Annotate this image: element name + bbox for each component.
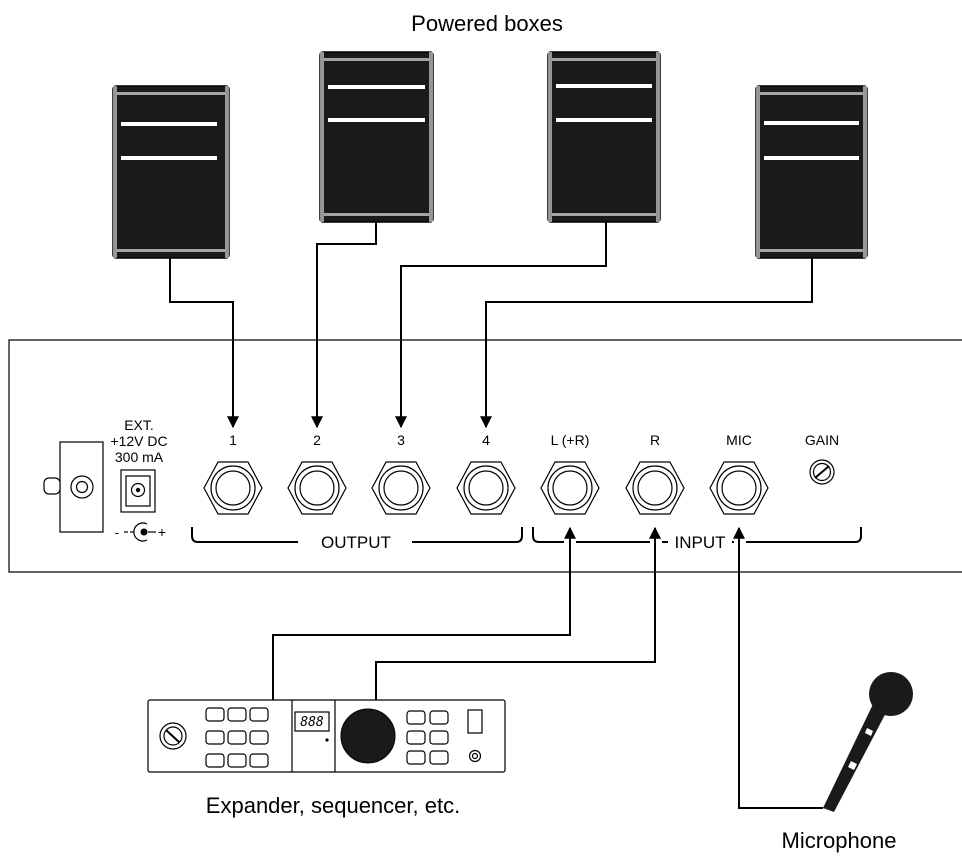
cable-microphone-to-mic-input bbox=[733, 526, 823, 809]
expander-right-button-grid[interactable] bbox=[406, 710, 449, 765]
output-jack-label-4: 4 bbox=[482, 432, 490, 448]
expander-power-switch[interactable] bbox=[467, 709, 483, 734]
output-jack-label-1: 1 bbox=[229, 432, 237, 448]
polarity-plus: + bbox=[158, 524, 166, 540]
powered-box-4 bbox=[755, 85, 868, 259]
input-jack-left[interactable] bbox=[540, 461, 600, 515]
cable-box1-to-output-1 bbox=[169, 258, 239, 429]
cable-expander-to-left-input bbox=[272, 526, 576, 700]
output-jack-label-3: 3 bbox=[397, 432, 405, 448]
microphone-caption: Microphone bbox=[782, 828, 897, 853]
cable-expander-to-right-input bbox=[375, 526, 661, 700]
expander-caption: Expander, sequencer, etc. bbox=[206, 793, 460, 818]
polarity-minus: - bbox=[115, 524, 120, 540]
expander-headphone-jack[interactable] bbox=[468, 749, 482, 763]
expander-volume-knob[interactable] bbox=[159, 722, 187, 750]
polarity-symbol: - + bbox=[115, 522, 166, 542]
expander-display-digits: 888 bbox=[300, 715, 324, 730]
input-group-bracket bbox=[532, 527, 862, 543]
powered-box-2 bbox=[319, 51, 434, 223]
input-jack-label-mic: MIC bbox=[726, 432, 752, 448]
cable-box3-to-output-3 bbox=[395, 222, 607, 429]
dc-power-socket[interactable] bbox=[120, 469, 156, 513]
power-label-line3: 300 mA bbox=[115, 449, 164, 465]
microphone bbox=[823, 672, 913, 812]
input-jack-label-r: R bbox=[650, 432, 660, 448]
output-jack-3[interactable] bbox=[371, 461, 431, 515]
output-jack-4[interactable] bbox=[456, 461, 516, 515]
cable-box4-to-output-4 bbox=[480, 258, 813, 429]
cable-box2-to-output-2 bbox=[311, 222, 377, 429]
power-label-line1: EXT. bbox=[124, 417, 154, 433]
input-jack-label-l: L (+R) bbox=[551, 432, 590, 448]
panel-mount-jack bbox=[43, 441, 104, 533]
powered-box-3 bbox=[547, 51, 661, 223]
output-jack-1[interactable] bbox=[203, 461, 263, 515]
expander-unit bbox=[147, 699, 506, 773]
output-jack-label-2: 2 bbox=[313, 432, 321, 448]
expander-left-button-grid[interactable] bbox=[205, 707, 269, 768]
speakers-caption: Powered boxes bbox=[411, 11, 563, 36]
input-jack-mic[interactable] bbox=[709, 461, 769, 515]
output-group-label: OUTPUT bbox=[321, 533, 391, 552]
input-jack-right[interactable] bbox=[625, 461, 685, 515]
output-group-bracket bbox=[191, 527, 523, 543]
input-group-label: INPUT bbox=[675, 533, 726, 552]
expander-display: 888 bbox=[294, 711, 330, 742]
gain-label: GAIN bbox=[805, 432, 839, 448]
output-jack-2[interactable] bbox=[287, 461, 347, 515]
gain-trim-knob[interactable] bbox=[809, 459, 835, 485]
power-label-line2: +12V DC bbox=[110, 433, 167, 449]
powered-box-1 bbox=[112, 85, 230, 259]
expander-data-wheel[interactable] bbox=[340, 708, 396, 764]
